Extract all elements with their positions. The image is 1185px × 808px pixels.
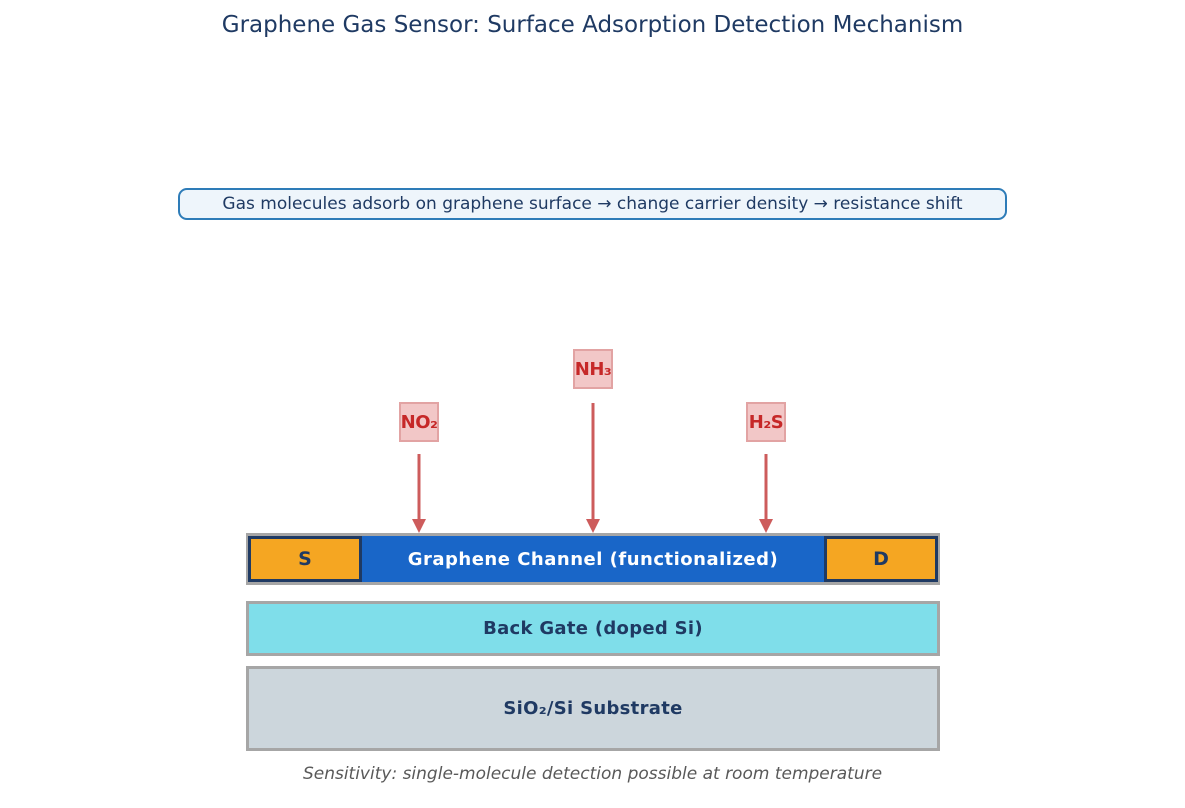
page-title: Graphene Gas Sensor: Surface Adsorption … xyxy=(221,12,964,38)
substrate-layer: SiO₂/Si Substrate xyxy=(246,666,940,751)
sensitivity-caption: Sensitivity: single-molecule detection p… xyxy=(302,764,883,784)
arrowhead-nh3 xyxy=(586,519,600,533)
source-electrode: S xyxy=(248,536,362,582)
drain-electrode: D xyxy=(824,536,938,582)
gas-label-h2s: H₂S xyxy=(746,402,786,442)
back-gate-layer: Back Gate (doped Si) xyxy=(246,601,940,656)
mechanism-note-text: Gas molecules adsorb on graphene surface… xyxy=(222,194,963,214)
arrowhead-h2s xyxy=(759,519,773,533)
gas-label-no2: NO₂ xyxy=(399,402,439,442)
mechanism-note-box: Gas molecules adsorb on graphene surface… xyxy=(178,188,1007,220)
substrate-label: SiO₂/Si Substrate xyxy=(503,698,683,719)
source-electrode-label: S xyxy=(298,548,312,570)
drain-electrode-label: D xyxy=(873,548,889,570)
graphene-channel-label: Graphene Channel (functionalized) xyxy=(407,548,779,570)
gas-label-nh3: NH₃ xyxy=(573,349,613,389)
back-gate-label: Back Gate (doped Si) xyxy=(483,618,703,639)
arrowhead-no2 xyxy=(412,519,426,533)
